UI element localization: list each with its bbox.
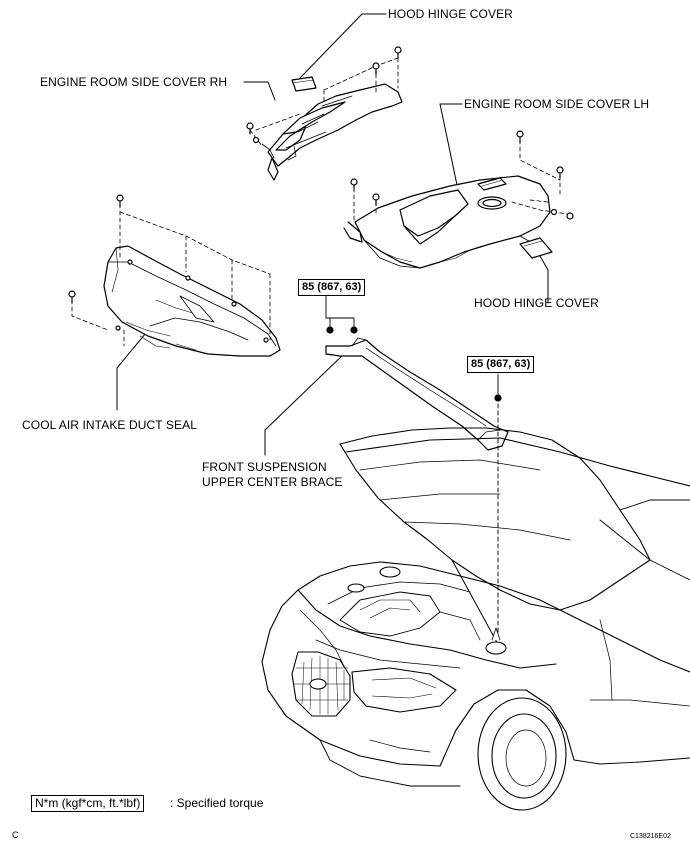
hood-hinge-cover-bottom-part bbox=[519, 237, 553, 259]
corner-letter: C bbox=[12, 830, 19, 840]
hood-hinge-cover-top-part bbox=[291, 76, 317, 92]
lh-cover-dashed-lines bbox=[353, 139, 569, 223]
label-hood-hinge-cover-bottom: HOOD HINGE COVER bbox=[474, 296, 599, 310]
label-engine-room-side-cover-rh: ENGINE ROOM SIDE COVER RH bbox=[40, 75, 228, 89]
front-suspension-upper-center-brace-part bbox=[325, 337, 509, 451]
legend-torque-units-box: N*m (kgf*cm, ft.*lbf) bbox=[31, 795, 145, 812]
engine-room-side-cover-lh-part bbox=[343, 175, 551, 269]
figure-id: C138216E02 bbox=[630, 833, 671, 840]
rh-cover-bolts bbox=[246, 46, 402, 144]
label-front-suspension-line2: UPPER CENTER BRACE bbox=[202, 475, 343, 489]
car-body-illustration bbox=[261, 427, 690, 811]
label-cool-air-intake-duct-seal: COOL AIR INTAKE DUCT SEAL bbox=[22, 418, 197, 432]
duct-seal-dashed-lines bbox=[71, 203, 271, 347]
brace-torque-links bbox=[325, 295, 499, 641]
label-front-suspension-line1: FRONT SUSPENSION bbox=[202, 460, 327, 474]
leader-lines bbox=[116, 13, 549, 456]
torque-spec-left: 85 (867, 63) bbox=[298, 279, 366, 296]
label-hood-hinge-cover-top: HOOD HINGE COVER bbox=[388, 7, 513, 21]
engine-room-side-cover-rh-part bbox=[261, 83, 403, 181]
label-engine-room-side-cover-lh: ENGINE ROOM SIDE COVER LH bbox=[464, 97, 650, 111]
cool-air-intake-duct-seal-part bbox=[103, 245, 281, 357]
legend-specified-torque-text: : Specified torque bbox=[170, 796, 264, 810]
lh-cover-bolts bbox=[350, 130, 574, 220]
duct-seal-bolts bbox=[68, 194, 269, 343]
torque-spec-right: 85 (867, 63) bbox=[467, 356, 535, 373]
brace-nuts bbox=[326, 326, 502, 402]
